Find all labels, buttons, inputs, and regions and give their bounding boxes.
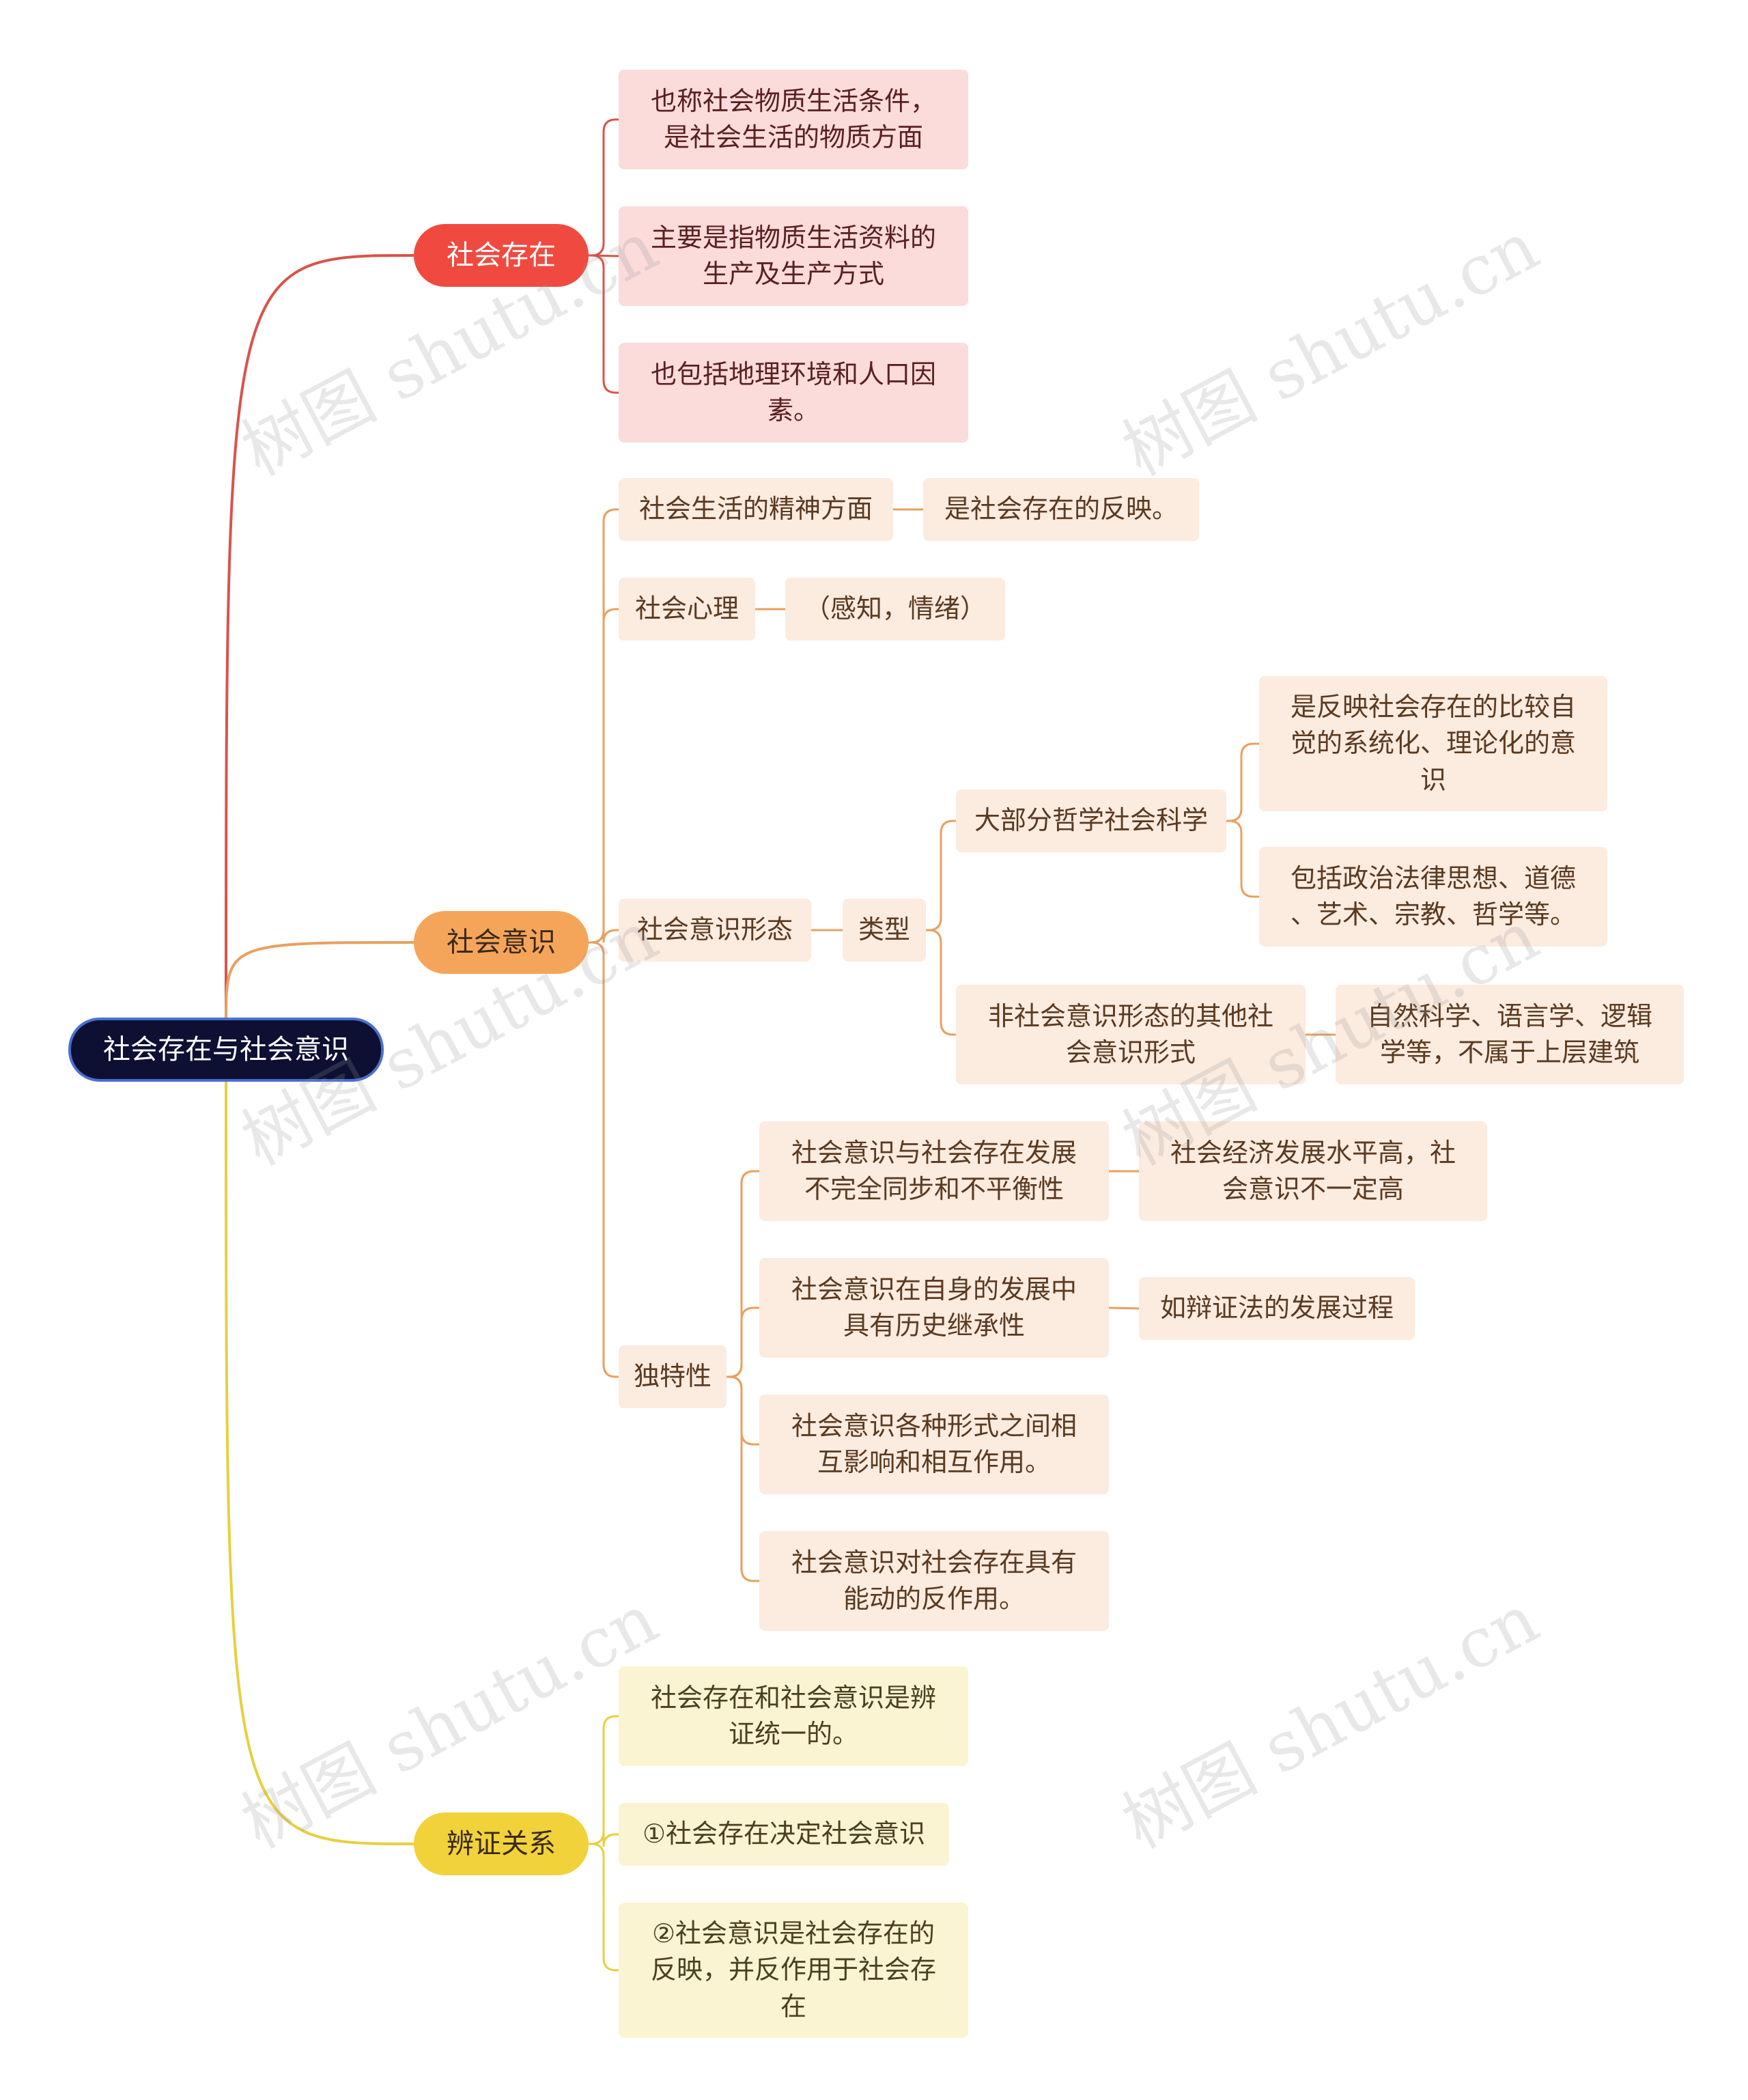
ideology-type-node[interactable]: 类型 — [843, 899, 926, 962]
link-branch-social-consciousness-ideology-node — [587, 929, 620, 944]
uniqueness-item-3[interactable]: 社会意识各种形式之间相 互影响和相互作用。 — [759, 1395, 1109, 1494]
uniqueness-item-1[interactable]: 社会意识与社会存在发展 不完全同步和不平衡性 — [759, 1121, 1109, 1221]
existence-point-3[interactable]: 也包括地理环境和人口因 素。 — [619, 343, 968, 443]
uniqueness-node[interactable]: 独特性 — [619, 1345, 727, 1408]
link-root-branch-social-existence — [225, 254, 415, 1024]
uniqueness-item-2-child[interactable]: 如辩证法的发展过程 — [1139, 1277, 1415, 1340]
uniqueness-item-4[interactable]: 社会意识对社会存在具有 能动的反作用。 — [759, 1531, 1109, 1631]
link-uniqueness-node-uniqueness-item-4 — [725, 1375, 761, 1582]
root-node[interactable]: 社会存在与社会意识 — [68, 1018, 384, 1082]
link-branch-social-consciousness-uniqueness-node — [587, 941, 620, 1378]
philosophy-child-1[interactable]: 是反映社会存在的比较自 觉的系统化、理论化的意 识 — [1259, 676, 1607, 811]
philosophy-node[interactable]: 大部分哲学社会科学 — [956, 789, 1226, 852]
link-ideology-type-node-non-ideology-node — [925, 929, 957, 1036]
existence-point-1[interactable]: 也称社会物质生活条件， 是社会生活的物质方面 — [619, 70, 968, 169]
link-branch-social-consciousness-psychology-node — [587, 608, 620, 944]
dialectic-point-2[interactable]: ①社会存在决定社会意识 — [619, 1803, 949, 1866]
ideology-node[interactable]: 社会意识形态 — [619, 899, 811, 962]
philosophy-child-2[interactable]: 包括政治法律思想、道德 、艺术、宗教、哲学等。 — [1259, 847, 1607, 947]
link-uniqueness-node-uniqueness-item-2 — [725, 1306, 761, 1378]
dialectic-point-1[interactable]: 社会存在和社会意识是辨 证统一的。 — [619, 1666, 968, 1766]
uniqueness-item-1-child[interactable]: 社会经济发展水平高，社 会意识不一定高 — [1139, 1121, 1487, 1221]
psychology-child[interactable]: （感知，情绪） — [785, 578, 1005, 641]
branch-social-existence[interactable]: 社会存在 — [414, 224, 589, 287]
non-ideology-node[interactable]: 非社会意识形态的其他社 会意识形式 — [956, 985, 1306, 1084]
link-ideology-type-node-philosophy-node — [925, 820, 957, 932]
link-branch-dialectic-dialectic-point-3 — [587, 1843, 620, 1972]
link-philosophy-node-philosophy-child-2 — [1225, 820, 1260, 898]
link-philosophy-node-philosophy-child-1 — [1225, 742, 1260, 822]
link-branch-social-existence-existence-point-3 — [587, 254, 620, 394]
link-root-branch-dialectic — [225, 1078, 415, 1845]
spirit-child[interactable]: 是社会存在的反映。 — [923, 478, 1199, 541]
link-branch-social-existence-existence-point-1 — [587, 118, 620, 257]
link-branch-dialectic-dialectic-point-2 — [587, 1831, 620, 1847]
psychology-node[interactable]: 社会心理 — [619, 578, 755, 641]
link-uniqueness-node-uniqueness-item-1 — [725, 1170, 761, 1378]
link-uniqueness-node-uniqueness-item-3 — [725, 1375, 761, 1446]
branch-dialectic[interactable]: 辨证关系 — [414, 1812, 589, 1875]
dialectic-point-3[interactable]: ②社会意识是社会存在的 反映，并反作用于社会存 在 — [619, 1903, 968, 2038]
non-ideology-child[interactable]: 自然科学、语言学、逻辑 学等，不属于上层建筑 — [1336, 985, 1684, 1084]
uniqueness-item-2[interactable]: 社会意识在自身的发展中 具有历史继承性 — [759, 1258, 1109, 1358]
link-branch-dialectic-dialectic-point-1 — [587, 1715, 620, 1845]
branch-social-consciousness[interactable]: 社会意识 — [414, 911, 589, 974]
spirit-node[interactable]: 社会生活的精神方面 — [619, 478, 893, 541]
link-root-branch-social-consciousness — [225, 941, 415, 1024]
existence-point-2[interactable]: 主要是指物质生活资料的 生产及生产方式 — [619, 206, 968, 306]
